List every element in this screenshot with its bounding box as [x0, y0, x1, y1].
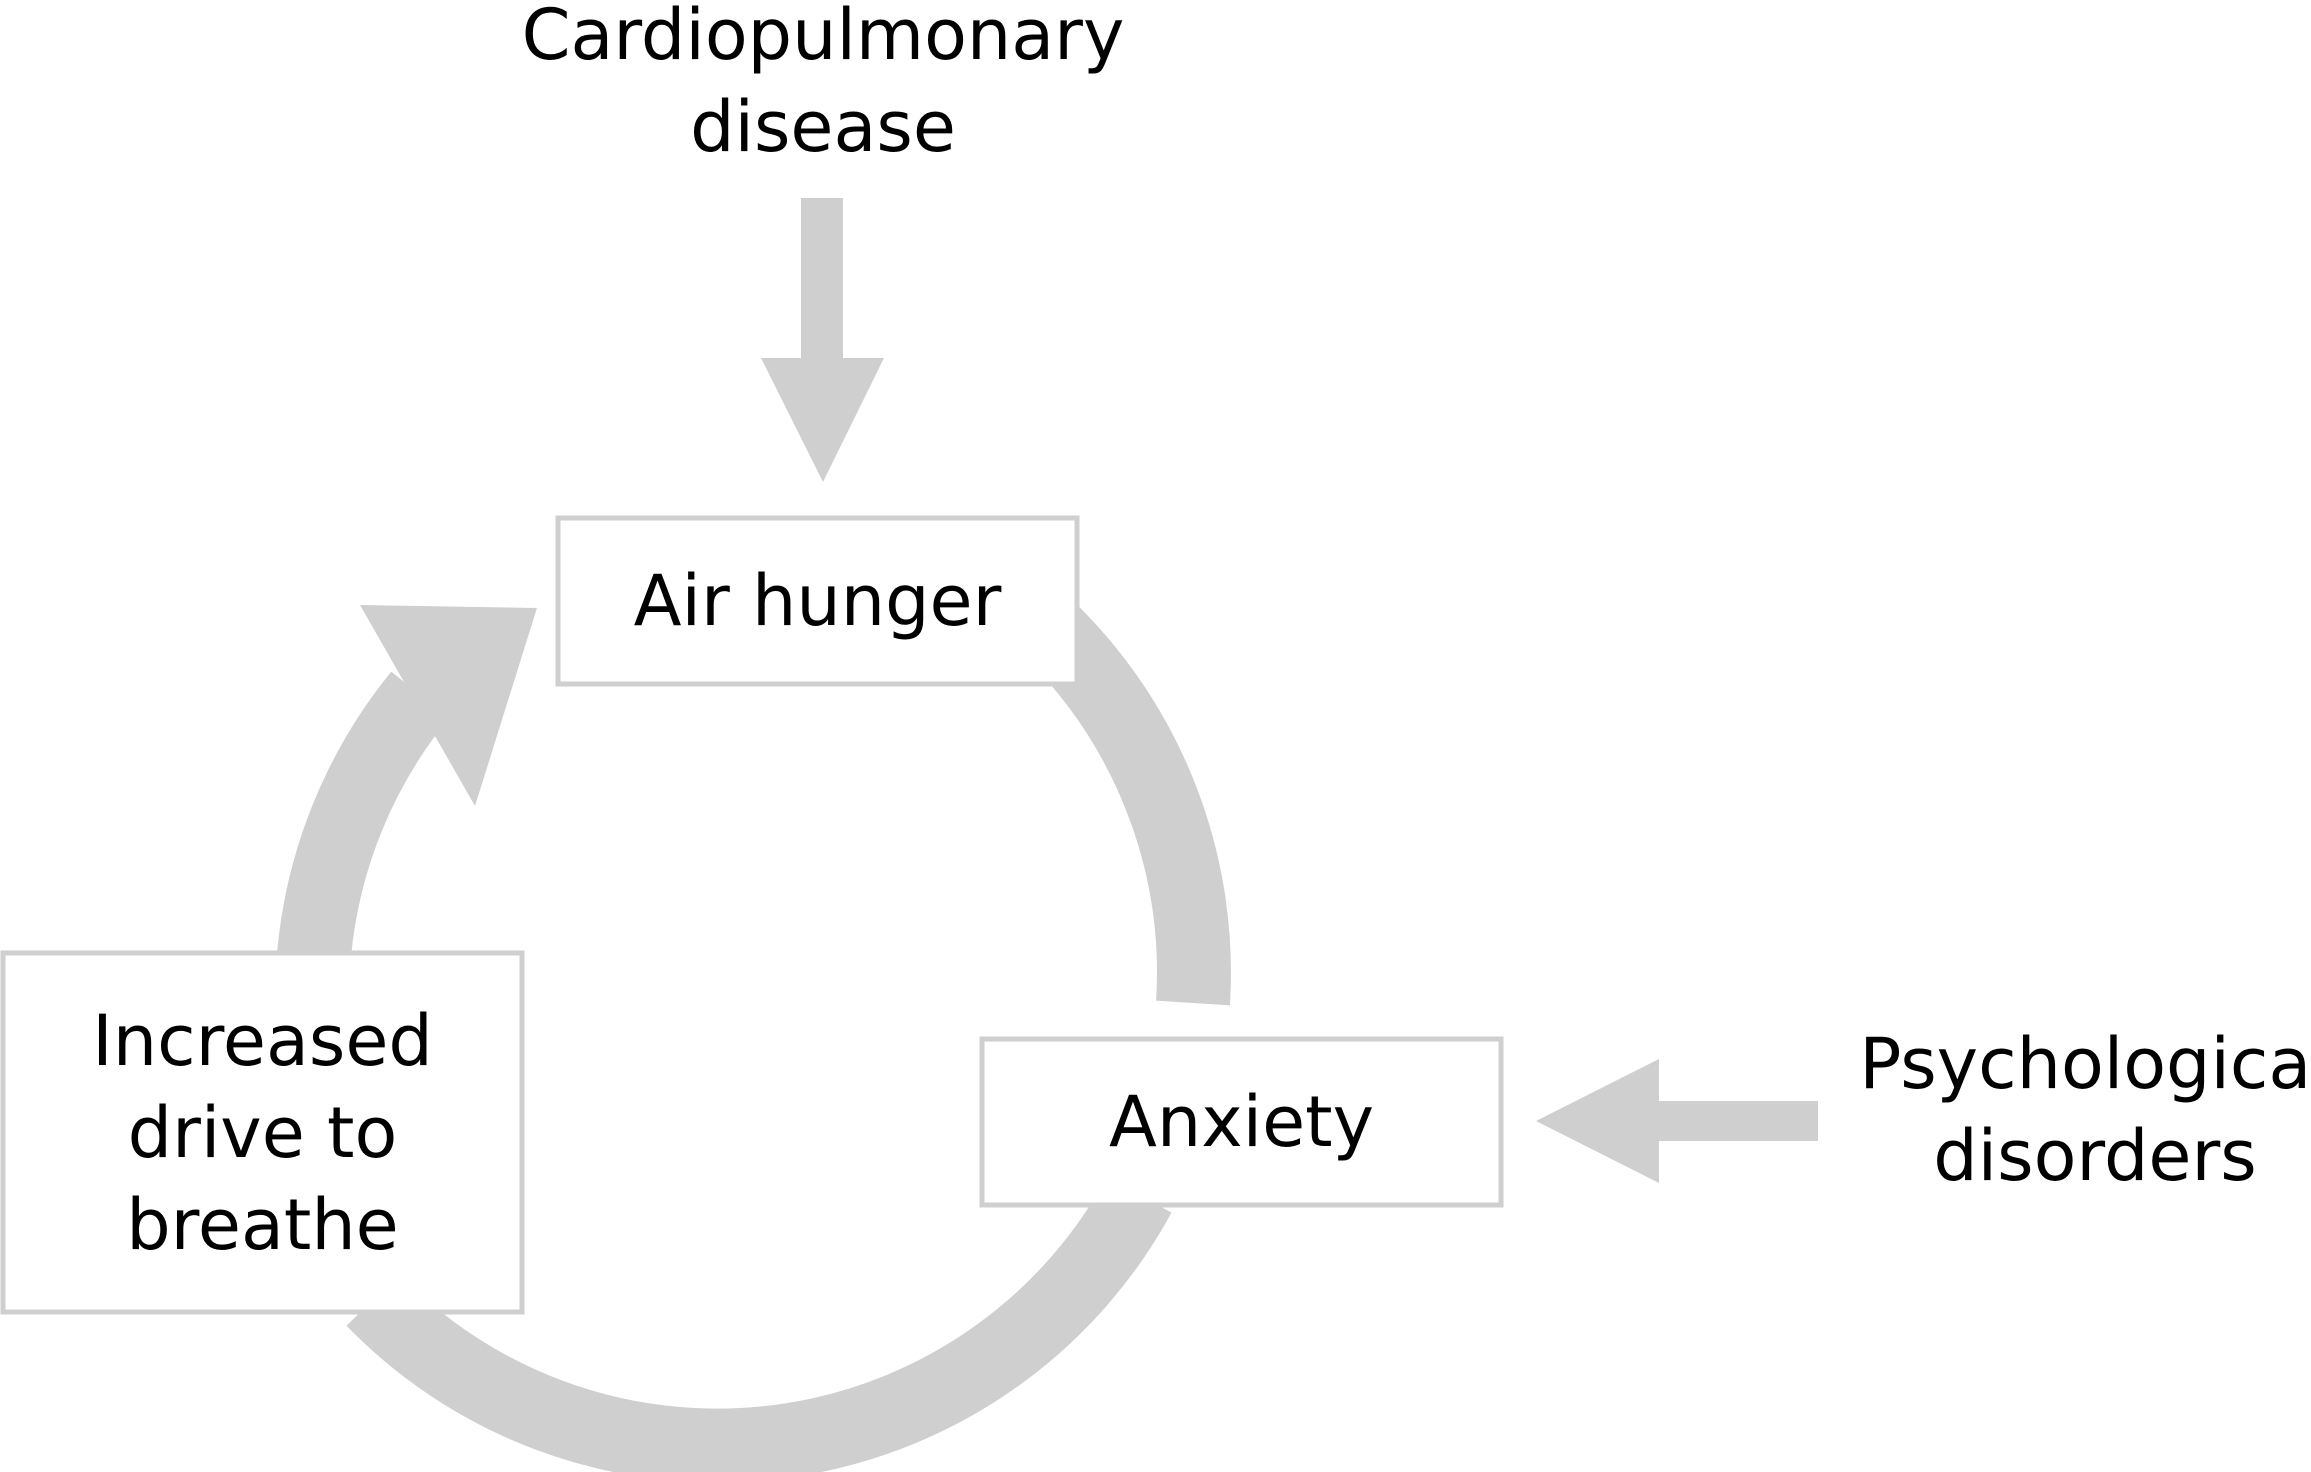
cycle-arc-air-hunger-to-anxiety: [1023, 603, 1231, 1006]
node-label-air-hunger: Air hunger: [633, 560, 1002, 642]
cycle-arrowhead-to-air-hunger: [360, 605, 537, 806]
input-label-psychological-disorders: Psychological disorders: [1859, 1023, 2311, 1197]
node-box-increased-drive: [0, 950, 525, 1315]
node-box-anxiety: [979, 1036, 1504, 1208]
cycle-arc-drive-to-air-hunger: [277, 671, 449, 959]
node-label-anxiety: Anxiety: [1108, 1081, 1375, 1163]
input-arrow-cardiopulmonary: [761, 198, 884, 482]
node-label-increased-drive: Increased drive to breathe: [92, 999, 433, 1266]
node-box-air-hunger: [555, 515, 1080, 687]
input-label-cardiopulmonary-disease: Cardiopulmonary disease: [521, 0, 1125, 168]
cycle-arc-anxiety-to-drive: [346, 1177, 1172, 1472]
input-arrow-psychological: [1536, 1059, 1818, 1183]
